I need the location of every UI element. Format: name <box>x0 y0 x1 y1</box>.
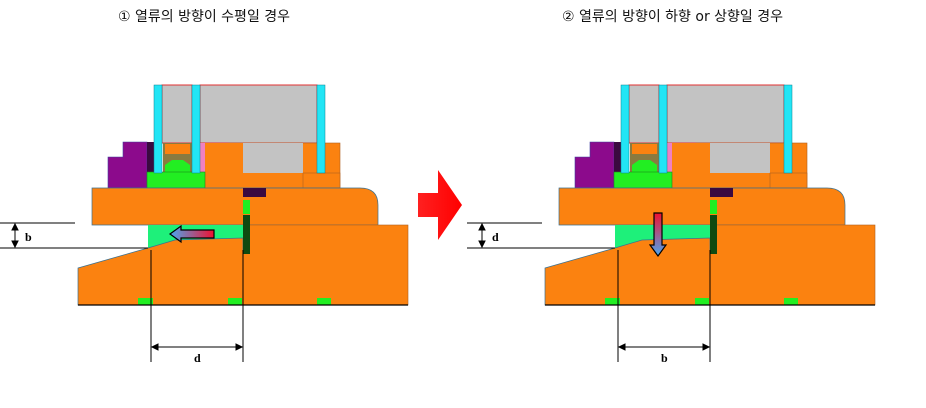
transition-arrow-icon <box>418 170 462 240</box>
left-assembly: b d <box>0 84 409 365</box>
dimension-label-b: b <box>661 351 668 365</box>
dimension-label-d: d <box>194 351 201 365</box>
horizontal-dimension <box>617 250 711 362</box>
right-assembly: d b <box>467 84 876 365</box>
arrow-left-icon <box>168 224 215 244</box>
title-horizontal-case: ① 열류의 방향이 수평일 경우 <box>118 9 291 25</box>
dimension-label-b: b <box>25 230 32 244</box>
vertical-dimension <box>467 222 615 249</box>
arrow-down-icon <box>648 212 668 258</box>
vertical-dimension <box>0 222 148 249</box>
title-vertical-case: ② 열류의 방향이 하향 or 상향일 경우 <box>562 9 784 25</box>
horizontal-dimension <box>150 250 244 362</box>
dimension-label-d: d <box>492 230 499 244</box>
